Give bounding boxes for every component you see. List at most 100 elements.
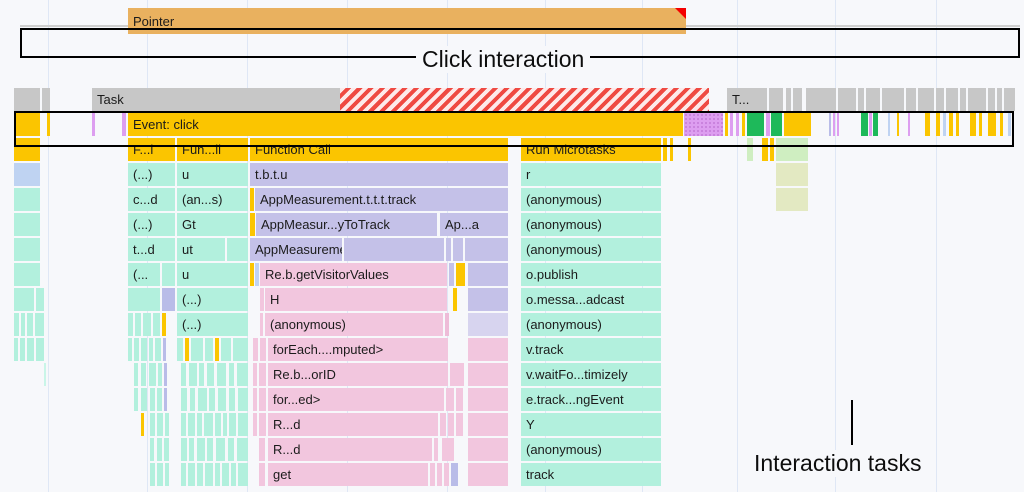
flame-entry-small[interactable] — [936, 113, 940, 136]
flame-entry-small[interactable] — [36, 338, 44, 361]
flame-entry-small[interactable] — [742, 113, 745, 136]
flame-entry-small[interactable] — [344, 238, 444, 261]
flame-entry[interactable]: R...d — [268, 438, 432, 461]
flame-entry-small[interactable] — [150, 388, 155, 411]
flame-entry-small[interactable] — [122, 113, 126, 136]
flame-entry-small[interactable] — [450, 363, 464, 386]
flame-entry[interactable]: Re.b.getVisitorValues — [260, 263, 447, 286]
flame-entry-small[interactable] — [725, 113, 728, 136]
flame-entry-small[interactable] — [762, 138, 768, 161]
flame-entry-small[interactable] — [442, 438, 454, 461]
flame-entry-small[interactable] — [449, 263, 454, 286]
flame-entry-small[interactable] — [221, 338, 231, 361]
flame-entry-small[interactable] — [771, 113, 782, 136]
flame-entry-small[interactable] — [468, 413, 508, 436]
flame-entry-small[interactable] — [468, 288, 508, 311]
flame-entry-small[interactable] — [162, 288, 175, 311]
flame-entry-small[interactable] — [150, 463, 155, 486]
flame-entry-small[interactable] — [233, 338, 248, 361]
flame-entry-small[interactable] — [456, 413, 463, 436]
flame-entry-small[interactable] — [205, 463, 213, 486]
flame-entry-small[interactable] — [260, 338, 266, 361]
flame-entry-small[interactable] — [979, 113, 982, 136]
flame-entry-small[interactable] — [465, 238, 508, 261]
interaction-entry-pointer[interactable]: Pointer — [128, 8, 686, 34]
flame-entry-small[interactable] — [14, 313, 19, 336]
flame-entry-small[interactable] — [134, 363, 138, 386]
flame-entry-small[interactable] — [215, 338, 219, 361]
flame-entry-small[interactable] — [181, 388, 187, 411]
flame-entry[interactable]: (... — [128, 263, 160, 286]
flame-entry-small[interactable] — [164, 363, 167, 386]
flame-entry-small[interactable] — [936, 88, 944, 111]
flame-entry[interactable]: (anonymous) — [265, 313, 443, 336]
flame-entry-small[interactable] — [14, 88, 40, 111]
flame-entry-small[interactable] — [198, 388, 207, 411]
flame-entry-small[interactable] — [259, 438, 265, 461]
flame-entry-small[interactable] — [250, 188, 254, 211]
flame-entry-small[interactable] — [14, 288, 34, 311]
flame-entry-small[interactable] — [468, 388, 508, 411]
flame-entry-small[interactable] — [684, 113, 723, 136]
flame-entry-small[interactable] — [988, 113, 996, 136]
flame-entry-small[interactable] — [925, 113, 930, 136]
flame-entry-small[interactable] — [1008, 113, 1011, 136]
flame-entry-small[interactable] — [253, 388, 257, 411]
flame-entry-small[interactable] — [260, 288, 264, 311]
flame-entry-small[interactable] — [468, 463, 508, 486]
flame-entry[interactable]: for...ed> — [268, 388, 444, 411]
flame-entry-small[interactable] — [970, 113, 976, 136]
flame-entry-small[interactable] — [250, 263, 254, 286]
flame-entry-small[interactable] — [747, 113, 764, 136]
flame-entry-small[interactable] — [141, 363, 146, 386]
flame-entry[interactable]: Function Call — [250, 138, 508, 161]
flame-entry[interactable]: H — [265, 288, 447, 311]
flame-entry-small[interactable] — [229, 363, 234, 386]
flame-entry-small[interactable] — [445, 313, 449, 336]
flame-entry-small[interactable] — [157, 388, 162, 411]
flame-entry-small[interactable] — [806, 88, 836, 111]
flame-entry-small[interactable] — [237, 363, 248, 386]
flame-entry-small[interactable] — [162, 263, 175, 286]
flame-entry[interactable]: Fun...ll — [177, 138, 248, 161]
flame-entry[interactable]: Ap...a — [440, 213, 508, 236]
flame-entry-small[interactable] — [997, 88, 1002, 111]
flame-entry-small[interactable] — [218, 388, 226, 411]
flame-entry-small[interactable] — [663, 138, 667, 161]
flame-entry-small[interactable] — [946, 88, 958, 111]
flame-entry-small[interactable] — [36, 288, 44, 311]
flame-entry-small[interactable] — [134, 338, 139, 361]
flame-entry[interactable]: v.waitFo...timizely — [521, 363, 661, 386]
flame-entry-small[interactable] — [906, 88, 916, 111]
flame-entry-small[interactable] — [1004, 88, 1015, 111]
flame-entry[interactable]: u — [177, 163, 248, 186]
flame-entry-small[interactable] — [191, 338, 203, 361]
flame-entry-small[interactable] — [968, 88, 986, 111]
flame-entry-small[interactable] — [250, 213, 255, 236]
flame-entry[interactable]: o.messa...adcast — [521, 288, 661, 311]
flame-entry-small[interactable] — [861, 113, 868, 136]
flame-entry-small[interactable] — [157, 413, 163, 436]
flame-entry[interactable]: Run Microtasks — [521, 138, 661, 161]
flame-entry-small[interactable] — [44, 363, 46, 386]
flame-entry-small[interactable] — [158, 363, 162, 386]
flame-entry-small[interactable] — [190, 388, 195, 411]
flame-entry-small[interactable] — [231, 463, 236, 486]
flame-entry-small[interactable] — [776, 188, 808, 211]
flame-entry[interactable]: v.track — [521, 338, 661, 361]
flame-entry-small[interactable] — [897, 113, 899, 136]
flame-entry-small[interactable] — [128, 313, 133, 336]
flame-entry-small[interactable] — [47, 113, 50, 136]
flame-entry-small[interactable] — [223, 413, 227, 436]
flame-entry[interactable]: (anonymous) — [521, 188, 661, 211]
flame-entry-small[interactable] — [199, 363, 204, 386]
flame-entry-small[interactable] — [197, 438, 205, 461]
flame-entry-small[interactable] — [21, 313, 25, 336]
flame-entry-small[interactable] — [838, 88, 856, 111]
flame-entry-small[interactable] — [141, 338, 147, 361]
flame-entry-small[interactable] — [150, 438, 154, 461]
flame-entry-small[interactable] — [253, 338, 258, 361]
flame-entry-small[interactable] — [736, 113, 739, 136]
flame-entry-small[interactable] — [858, 88, 864, 111]
flame-entry[interactable]: Re.b...orID — [268, 363, 448, 386]
